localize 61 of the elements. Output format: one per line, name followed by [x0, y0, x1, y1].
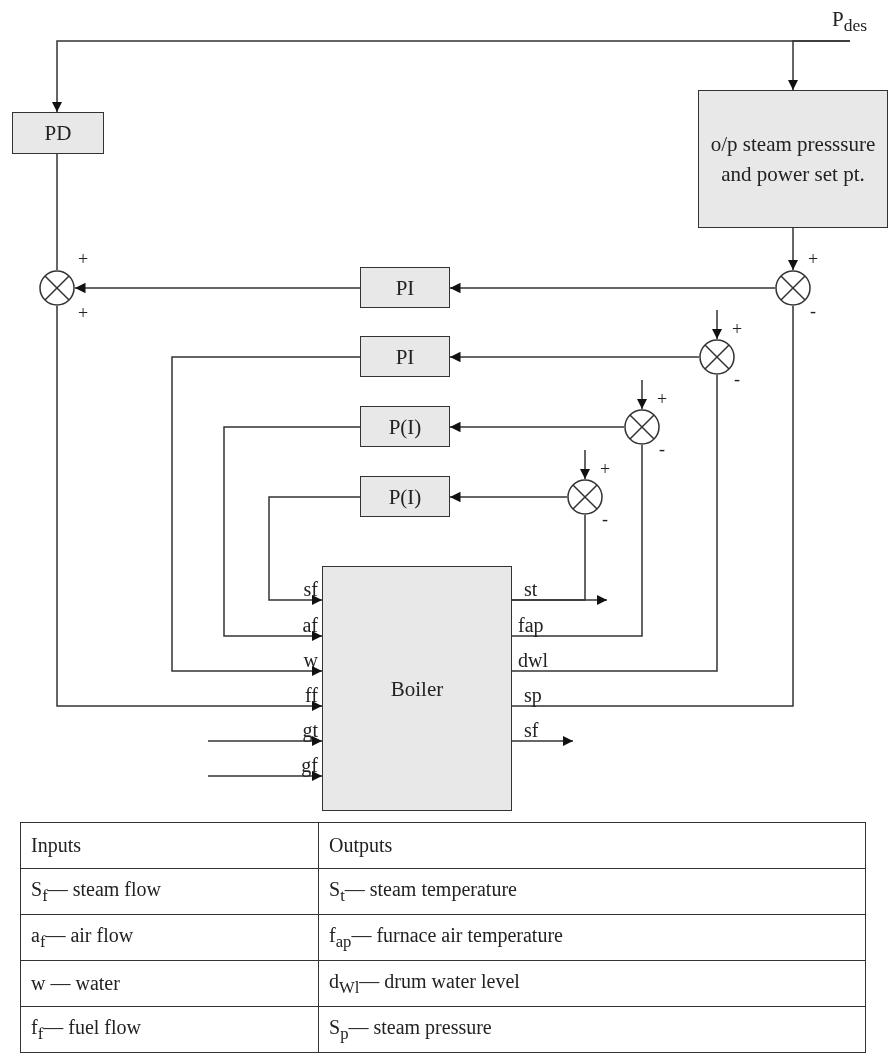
signal-description: S$_{f}$— steam flow — [31, 877, 161, 906]
arrow — [207, 770, 323, 782]
edge-label: fap — [518, 614, 544, 636]
signal-description: w — water — [31, 972, 120, 995]
edge-label: st — [524, 578, 538, 600]
arrow — [636, 379, 648, 410]
sign-label: - — [659, 440, 665, 458]
connector-line — [511, 514, 586, 601]
edge-label: gt — [302, 719, 318, 741]
sign-label: - — [602, 510, 608, 528]
edge-label: ff — [305, 684, 318, 706]
arrow — [223, 426, 361, 642]
arrow — [787, 40, 851, 91]
signal-description: d$_{Wl}$— drum water level — [329, 969, 520, 998]
arrow — [449, 351, 700, 363]
edge-label: dwl — [518, 649, 548, 671]
edge-label: w — [303, 649, 318, 671]
sign-label: + — [78, 304, 89, 322]
arrow — [449, 491, 568, 503]
column-header: Inputs — [31, 834, 81, 857]
sign-label: + — [808, 250, 819, 268]
signal-description: f$_{ap}$— furnace air temperature — [329, 923, 563, 952]
arrow — [449, 282, 776, 294]
sign-label: - — [810, 302, 816, 320]
edge-label: sf — [303, 578, 318, 600]
signal-description: S$_{p}$— steam pressure — [329, 1015, 492, 1044]
arrow — [74, 282, 361, 294]
sign-label: + — [600, 460, 611, 478]
connector-line — [511, 374, 718, 672]
arrow — [787, 227, 799, 271]
sign-label: + — [78, 250, 89, 268]
block-box: PI — [360, 267, 450, 308]
sign-label: + — [657, 390, 668, 408]
connector-line — [56, 153, 58, 271]
column-header: Outputs — [329, 834, 393, 857]
arrow — [268, 496, 361, 606]
arrow — [711, 309, 723, 340]
block-box: P(I) — [360, 476, 450, 517]
connector-line — [511, 444, 643, 637]
edge-label: af — [302, 614, 318, 636]
edge-label: sf — [524, 719, 539, 741]
block-box: PI — [360, 336, 450, 377]
signal-description: f$_{f}$— fuel flow — [31, 1015, 141, 1044]
sign-label: + — [732, 320, 743, 338]
block-box: o/p steam presssure and power set pt. — [698, 90, 888, 228]
arrow — [207, 735, 323, 747]
edge-label: gf — [301, 754, 318, 776]
arrow — [511, 735, 574, 747]
arrow — [171, 356, 361, 677]
block-box: P(I) — [360, 406, 450, 447]
signal-description: a$_{f}$— air flow — [31, 923, 134, 952]
sign-label: - — [734, 370, 740, 388]
block-box: PD — [12, 112, 104, 154]
block-box: Boiler — [322, 566, 512, 811]
arrow — [56, 305, 323, 712]
connector-line — [511, 305, 794, 707]
signal-label: P$_{des}$ — [832, 6, 887, 40]
edge-label: sp — [524, 684, 542, 706]
arrow — [449, 421, 625, 433]
signal-description: S$_{t}$— steam temperature — [329, 877, 517, 906]
arrow — [579, 449, 591, 480]
